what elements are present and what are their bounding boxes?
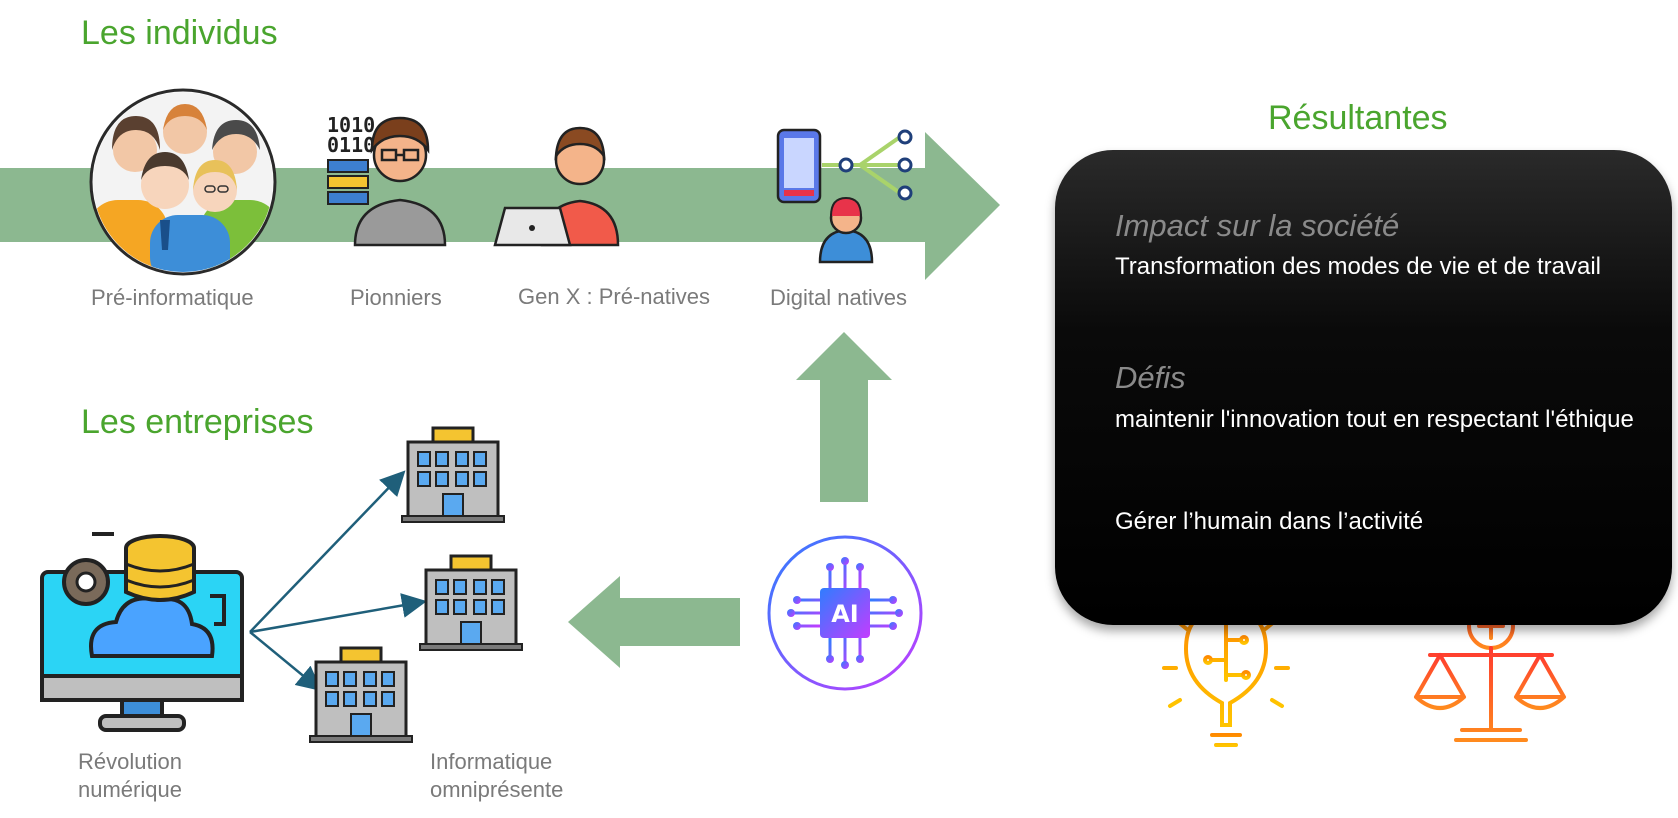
mobile-network-user-icon (776, 128, 913, 264)
label-gen-x: Gen X : Pré-natives (518, 284, 710, 309)
svg-text:0110: 0110 (327, 133, 375, 157)
label-revolution-numerique: Révolution numérique (78, 749, 182, 802)
office-building-icon (401, 426, 505, 523)
label-digital-natives: Digital natives (770, 285, 907, 310)
programmer-icon: 1010 0110 (327, 113, 447, 247)
computer-database-cloud-icon (40, 532, 244, 732)
ai-chip-icon: AI (767, 535, 923, 691)
humain-text: Gérer l’humain dans l’activité (1115, 508, 1424, 535)
office-building-icon (309, 646, 413, 743)
section-title-entreprises: Les entreprises (81, 403, 314, 441)
defis-heading: Défis (1115, 360, 1186, 395)
group-of-people-icon (89, 88, 277, 276)
defis-text: maintenir l'innovation tout en respectan… (1115, 406, 1634, 433)
label-pionniers: Pionniers (350, 285, 442, 310)
svg-text:1010: 1010 (327, 113, 375, 137)
up-arrow (796, 332, 892, 502)
impact-heading: Impact sur la société (1115, 208, 1400, 243)
innovation-lightbulb-icon (1162, 604, 1290, 747)
impact-text: Transformation des modes de vie et de tr… (1115, 253, 1602, 280)
left-arrow (568, 576, 740, 668)
laptop-user-icon (493, 126, 620, 247)
office-building-icon (419, 554, 523, 651)
section-title-resultantes: Résultantes (1268, 99, 1448, 137)
resultantes-panel: Impact sur la société Transformation des… (1055, 150, 1672, 625)
label-informatique-omnipresente: Informatique omniprésente (430, 749, 564, 802)
connector-arrows (249, 470, 427, 692)
ethics-scale-icon (1414, 602, 1566, 742)
label-pre-informatique: Pré-informatique (91, 285, 254, 310)
svg-text:AI: AI (831, 600, 859, 628)
section-title-individus: Les individus (81, 14, 278, 52)
